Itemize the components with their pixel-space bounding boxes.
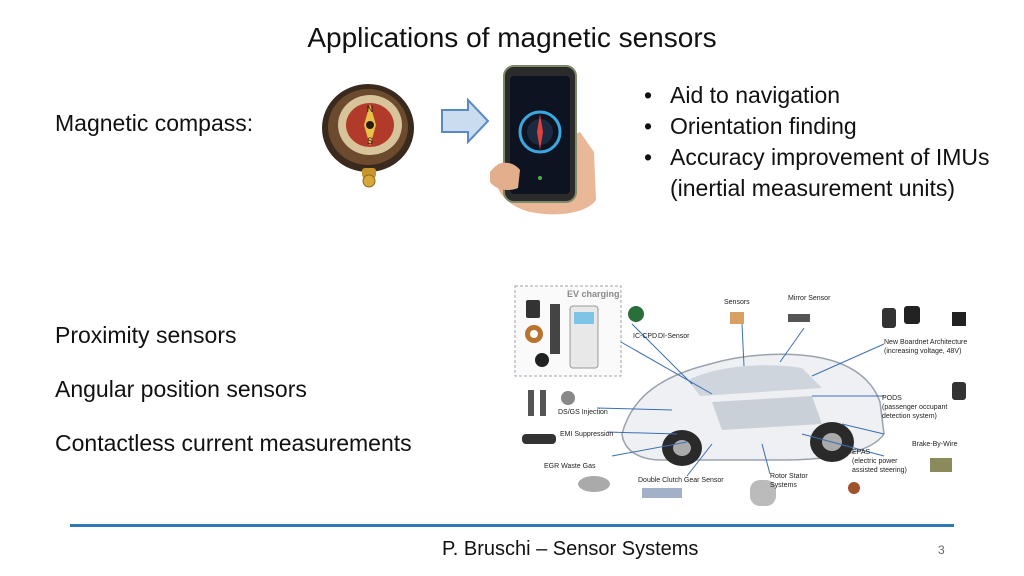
application-current: Contactless current measurements: [55, 430, 412, 456]
bullet-item: •Aid to navigation: [644, 82, 841, 108]
ds-gs-label: DS/GS Injection: [558, 409, 608, 416]
slide-title: Applications of magnetic sensors: [307, 22, 717, 53]
dcg-label: Double Clutch Gear Sensor: [638, 477, 724, 484]
rotor-label-2: Systems: [770, 482, 797, 489]
bullet-item: •Orientation finding: [644, 113, 857, 139]
emi-label: EMI Suppression: [560, 431, 613, 438]
bullet-text: Accuracy improvement of IMUs (inertial m…: [670, 144, 990, 201]
bullet-item: •Accuracy improvement of IMUs (inertial …: [644, 144, 990, 201]
footer-text: P. Bruschi – Sensor Systems: [442, 538, 699, 560]
epas-label-2: (electric power: [852, 458, 898, 465]
rotor-label-1: Rotor Stator: [770, 473, 808, 480]
svg-text:S: S: [367, 136, 373, 146]
mirror-sensor-label: Mirror Sensor: [788, 295, 831, 302]
compass-icon: N S: [322, 84, 414, 188]
boardnet-label-1: New Boardnet Architecture: [884, 339, 967, 346]
application-proximity: Proximity sensors: [55, 322, 237, 348]
ic-cpd-label: IC-CPD: [633, 333, 657, 340]
phone-compass-icon: [490, 65, 596, 215]
arrow-right-icon: [441, 98, 490, 144]
di-sensor-label: DI-Sensor: [658, 333, 690, 340]
page-number: 3: [938, 543, 945, 557]
sensors-label: Sensors: [724, 299, 750, 306]
svg-text:N: N: [367, 104, 374, 114]
epas-label-1: EPAS: [852, 449, 870, 456]
pods-label-2: (passenger occupant: [882, 404, 947, 411]
brake-label: Brake-By-Wire: [912, 441, 958, 448]
egr-label: EGR Waste Gas: [544, 463, 596, 470]
bullet-text: Orientation finding: [670, 113, 857, 139]
bullet-text: Aid to navigation: [670, 82, 841, 108]
boardnet-label-2: (increasing voltage, 48V): [884, 348, 961, 355]
compass-label: Magnetic compass:: [55, 110, 254, 136]
bullet-list: •Aid to navigation •Orientation finding …: [640, 80, 1010, 204]
footer-divider: [70, 524, 954, 527]
pods-label-1: PODS: [882, 395, 902, 402]
application-angular: Angular position sensors: [55, 376, 307, 402]
car-sensors-illustration: EV charging: [514, 285, 967, 506]
pods-label-3: detection system): [882, 413, 937, 420]
epas-label-3: assisted steering): [852, 467, 907, 474]
ev-charging-label: EV charging: [567, 289, 620, 299]
